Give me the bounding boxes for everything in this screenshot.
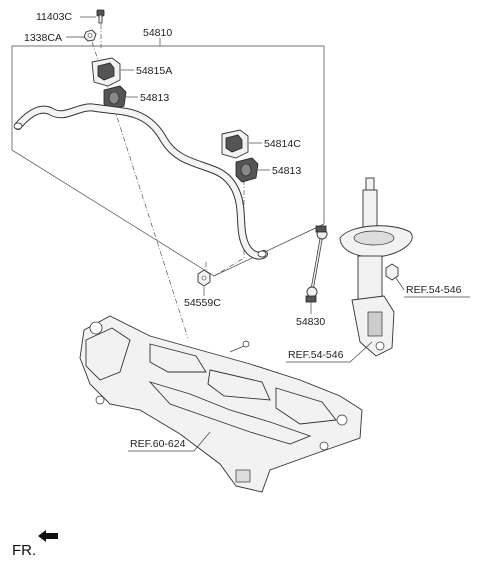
label-link-nut: 54559C <box>184 297 221 309</box>
ref-subframe: REF.60-624 <box>130 438 186 450</box>
label-bushing-lower: 54813 <box>272 165 301 177</box>
bolt-icon <box>96 9 105 24</box>
label-front-direction: FR. <box>12 542 36 559</box>
nut-icon <box>83 29 97 42</box>
bracket-a-icon <box>91 57 121 87</box>
label-stabilizer-link: 54830 <box>296 316 325 328</box>
label-bolt: 11403C <box>36 11 72 23</box>
ref-strut-leader <box>349 341 373 363</box>
ref-strut-nut-leader <box>395 277 405 291</box>
strut-icon <box>339 177 413 357</box>
link-nut-icon <box>197 269 211 287</box>
label-stabilizer-bar: 54810 <box>143 27 172 39</box>
strut-nut-icon <box>385 263 399 281</box>
assembly-frame-outline <box>11 45 325 277</box>
bushing-lower-icon <box>235 157 259 183</box>
bushing-upper-icon <box>103 85 127 111</box>
subframe-icon <box>79 315 363 493</box>
front-arrow-icon <box>38 530 58 542</box>
label-bracket-c: 54814C <box>264 138 301 150</box>
label-bushing-upper: 54813 <box>140 92 169 104</box>
ref-subframe-leader <box>193 431 211 452</box>
ref-strut: REF.54-546 <box>288 349 344 361</box>
stabilizer-bar-icon <box>13 103 268 260</box>
stabilizer-link-icon <box>305 225 328 303</box>
label-bracket-a: 54815A <box>136 65 172 77</box>
bracket-c-icon <box>221 129 249 159</box>
label-nut: 1338CA <box>24 32 62 44</box>
ref-strut-nut: REF.54-546 <box>406 284 462 296</box>
